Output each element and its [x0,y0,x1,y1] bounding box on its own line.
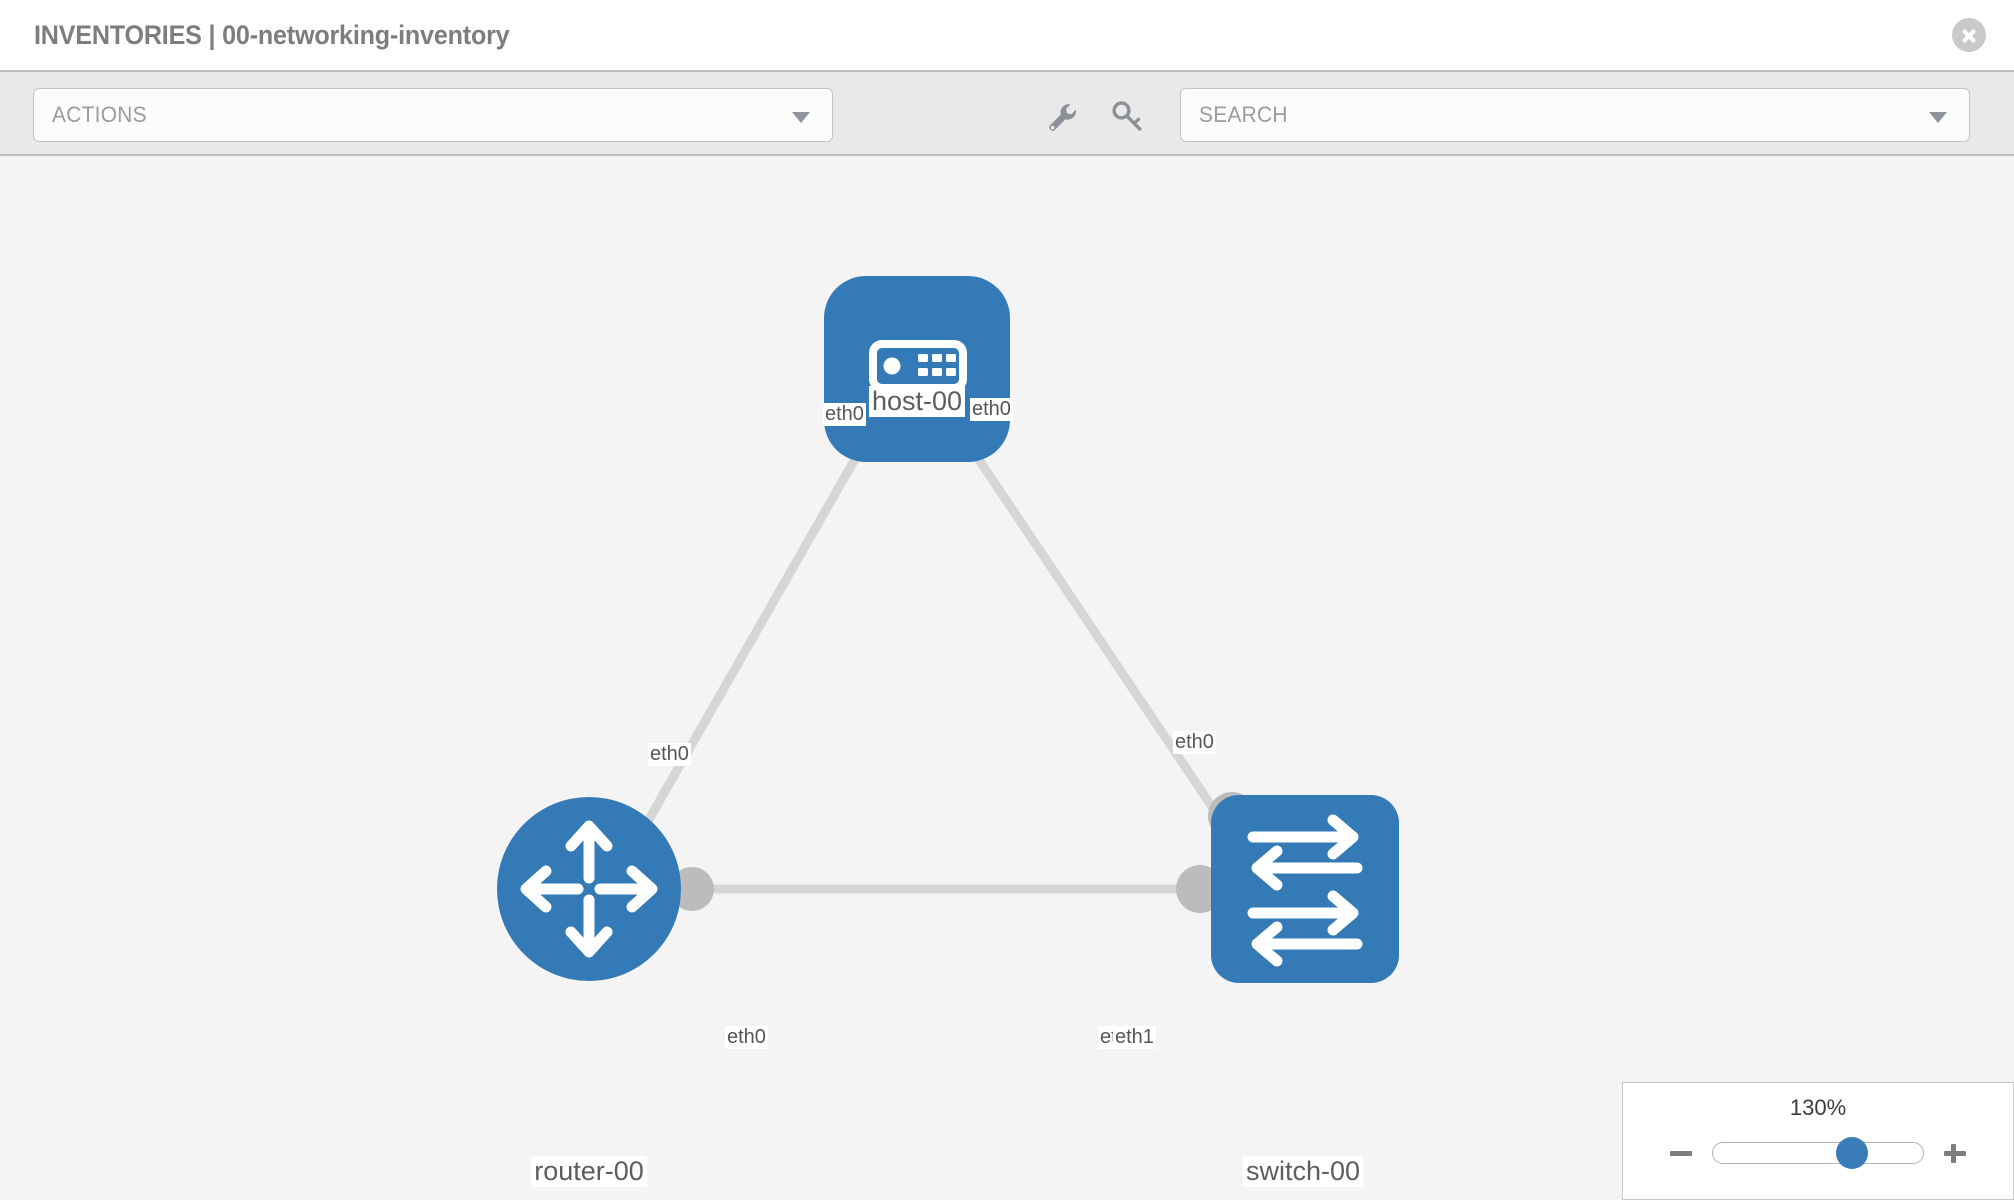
plus-icon[interactable] [1942,1140,1968,1166]
edge-label-switch-up: eth0 [1173,731,1216,754]
search-placeholder: SEARCH [1199,102,1288,127]
close-icon[interactable] [1952,18,1986,52]
node-switch-00[interactable] [1211,795,1399,983]
edge-router-host[interactable] [624,421,879,859]
page-header: INVENTORIES | 00-networking-inventory [0,0,2014,70]
toolbar: ACTIONS SEARCH [0,70,2014,156]
zoom-control-panel: 130% [1622,1082,2014,1200]
node-host-00[interactable] [824,276,1010,462]
node-label-host-00: host-00 [868,386,966,417]
edge-label-host-right: eth0 [970,398,1013,421]
chevron-down-icon [1929,112,1947,123]
zoom-slider-thumb[interactable] [1835,1137,1868,1169]
topology-graph [497,276,1399,983]
node-label-switch-00: switch-00 [1242,1156,1364,1187]
page-title: INVENTORIES | 00-networking-inventory [34,19,510,50]
key-icon[interactable] [1107,96,1147,136]
search-input[interactable]: SEARCH [1180,88,1970,142]
zoom-slider[interactable] [1712,1137,1924,1169]
edge-host-switch[interactable] [951,421,1249,859]
port-router-right[interactable] [670,867,714,911]
edge-label-switch-left: eth1 [1113,1026,1156,1049]
actions-dropdown[interactable]: ACTIONS [33,88,833,142]
topology-edges [624,421,1249,894]
edge-label-router-up: eth0 [648,743,691,766]
zoom-level-value: 130% [1789,1095,1847,1120]
node-router-00[interactable] [497,797,681,981]
actions-dropdown-label: ACTIONS [52,102,147,127]
node-label-router-00: router-00 [531,1156,647,1187]
minus-icon[interactable] [1668,1140,1694,1166]
topology-ports [670,406,1256,913]
wrench-icon[interactable] [1041,96,1081,136]
edge-label-router-right: eth0 [725,1026,768,1049]
topology-canvas[interactable]: eth0 host-00 eth0 eth0 eth0 eth0 eth0 et… [0,156,2014,1200]
edge-label-host-left: eth0 [823,403,866,426]
chevron-down-icon [792,112,810,123]
